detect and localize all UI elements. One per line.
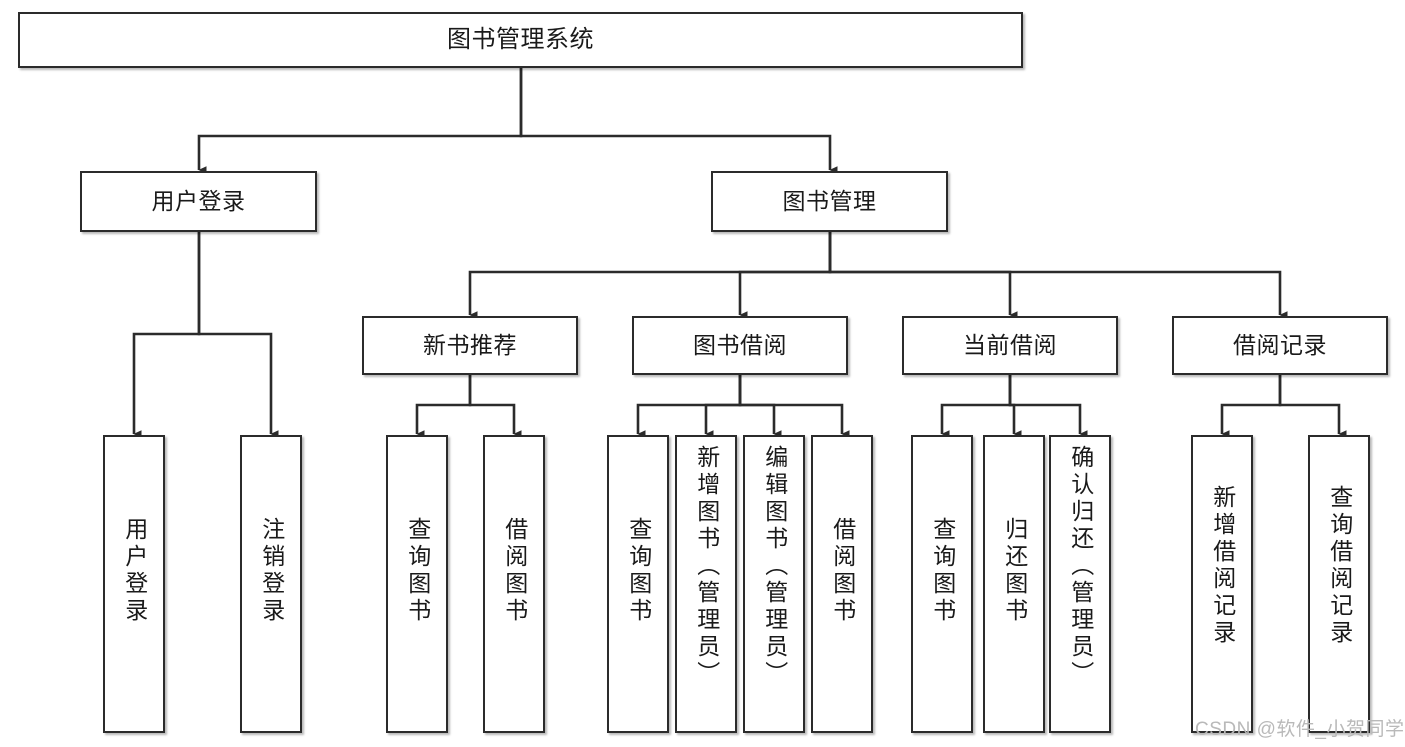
node-label: 借阅图书	[829, 517, 856, 625]
node-label: 新增图书（管理员）	[693, 445, 720, 688]
node-leaf-query-book-recommend[interactable]: 查询图书	[386, 435, 448, 733]
connector-user-login-to-leaf-user-logout	[197, 232, 279, 438]
node-leaf-add-borrow-record[interactable]: 新增借阅记录	[1191, 435, 1253, 733]
node-label: 借阅图书	[501, 517, 528, 625]
node-label: 新书推荐	[423, 331, 517, 358]
node-leaf-query-borrow-record[interactable]: 查询借阅记录	[1308, 435, 1370, 733]
node-label: 编辑图书（管理员）	[761, 445, 788, 688]
node-book-manage[interactable]: 图书管理	[711, 171, 948, 232]
node-user-login[interactable]: 用户登录	[80, 171, 317, 232]
node-leaf-return-book[interactable]: 归还图书	[983, 435, 1045, 733]
connector-book-borrow-to-leaf-borrow-book	[738, 375, 850, 438]
node-leaf-add-book[interactable]: 新增图书（管理员）	[675, 435, 737, 733]
connector-new-book-recommend-to-leaf-borrow-book-recommend	[468, 375, 522, 438]
node-leaf-borrow-book[interactable]: 借阅图书	[811, 435, 873, 733]
node-book-borrow[interactable]: 图书借阅	[632, 316, 848, 375]
node-label: 查询借阅记录	[1326, 485, 1353, 647]
connector-user-login-to-leaf-user-login	[132, 232, 201, 438]
node-label: 借阅记录	[1233, 331, 1327, 358]
connector-root-to-user-login	[197, 68, 523, 174]
node-label: 当前借阅	[963, 331, 1057, 358]
node-label: 查询图书	[404, 517, 431, 625]
connector-borrow-record-to-leaf-add-borrow-record	[1220, 375, 1282, 438]
connector-book-borrow-to-leaf-query-book-borrow	[636, 375, 742, 438]
connector-book-manage-to-current-borrow	[828, 232, 1018, 319]
node-label: 图书管理系统	[447, 25, 594, 53]
node-label: 注销登录	[258, 517, 285, 625]
connector-book-borrow-to-leaf-edit-book	[738, 375, 782, 438]
node-current-borrow[interactable]: 当前借阅	[902, 316, 1118, 375]
connector-book-manage-to-borrow-record	[828, 232, 1288, 319]
node-label: 新增借阅记录	[1209, 485, 1236, 647]
connector-current-borrow-to-leaf-return-book	[1008, 375, 1022, 438]
node-leaf-query-book-current[interactable]: 查询图书	[911, 435, 973, 733]
node-label: 确认归还（管理员）	[1067, 445, 1094, 688]
node-label: 图书借阅	[693, 331, 787, 358]
node-label: 图书管理	[782, 187, 877, 214]
node-new-book-recommend[interactable]: 新书推荐	[362, 316, 578, 375]
node-leaf-edit-book[interactable]: 编辑图书（管理员）	[743, 435, 805, 733]
node-borrow-record[interactable]: 借阅记录	[1172, 316, 1388, 375]
node-label: 用户登录	[121, 517, 148, 625]
node-label: 查询图书	[929, 517, 956, 625]
node-leaf-user-logout[interactable]: 注销登录	[240, 435, 302, 733]
node-leaf-borrow-book-recommend[interactable]: 借阅图书	[483, 435, 545, 733]
node-root[interactable]: 图书管理系统	[18, 12, 1023, 68]
connector-borrow-record-to-leaf-query-borrow-record	[1278, 375, 1347, 438]
connector-current-borrow-to-leaf-query-book-current	[940, 375, 1012, 438]
connector-root-to-book-manage	[519, 68, 838, 174]
node-label: 归还图书	[1001, 517, 1028, 625]
node-leaf-confirm-return[interactable]: 确认归还（管理员）	[1049, 435, 1111, 733]
node-leaf-query-book-borrow[interactable]: 查询图书	[607, 435, 669, 733]
connector-book-manage-to-new-book-recommend	[468, 232, 832, 319]
connector-current-borrow-to-leaf-confirm-return	[1008, 375, 1088, 438]
connector-lines	[132, 68, 1347, 438]
node-leaf-user-login[interactable]: 用户登录	[103, 435, 165, 733]
connector-new-book-recommend-to-leaf-query-book-recommend	[415, 375, 472, 438]
node-label: 查询图书	[625, 517, 652, 625]
connector-book-borrow-to-leaf-add-book	[704, 375, 742, 438]
watermark-label: CSDN @软件_小贺同学	[1195, 719, 1405, 740]
connector-book-manage-to-book-borrow	[738, 232, 832, 319]
node-label: 用户登录	[151, 187, 246, 214]
